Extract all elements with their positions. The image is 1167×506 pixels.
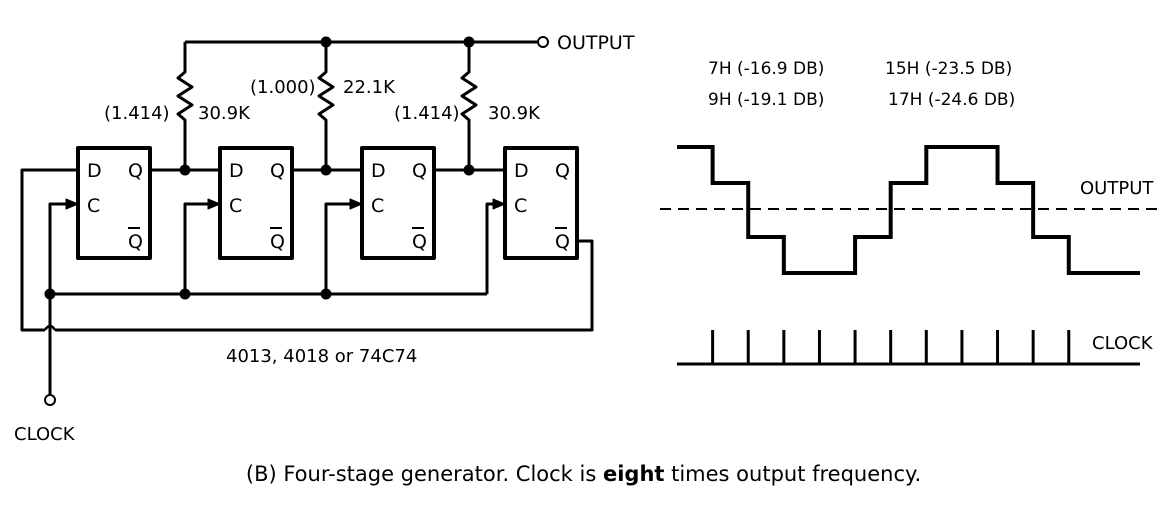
resistor-1 xyxy=(176,42,194,170)
ff-qbar-pin-label: Q xyxy=(270,231,285,253)
ff-q-pin-label: Q xyxy=(412,160,427,182)
junction-dot xyxy=(179,164,191,176)
harmonic-17h: 17H (-24.6 DB) xyxy=(888,90,1015,110)
waveform-diagram xyxy=(660,145,1160,366)
caption-prefix: (B) Four-stage generator. Clock is xyxy=(245,462,603,486)
caption-suffix: times output frequency. xyxy=(664,462,922,486)
resistor-ratio-label: (1.414) xyxy=(104,103,170,124)
flip-flop-4 xyxy=(503,146,579,260)
flip-flop-2 xyxy=(218,146,294,260)
output-staircase-wave xyxy=(677,145,1140,275)
harmonic-9h: 9H (-19.1 DB) xyxy=(708,90,824,110)
junction-dot xyxy=(44,288,56,300)
ff-q-pin-label: Q xyxy=(270,160,285,182)
clock-bus xyxy=(48,202,70,395)
ff-q-pin-label: Q xyxy=(555,160,570,182)
resistor-value-label: 30.9K xyxy=(198,103,251,124)
ff-qbar-pin-label: Q xyxy=(128,231,143,253)
harmonic-15h: 15H (-23.5 DB) xyxy=(885,59,1012,79)
ff-q-pin-label: Q xyxy=(128,160,143,182)
resistor-ratio-label: (1.000) xyxy=(250,77,316,98)
feedback-wire xyxy=(20,168,78,332)
resistor-ratio-label: (1.414) xyxy=(394,103,460,124)
junction-dot xyxy=(320,288,332,300)
waveform-output-label: OUTPUT xyxy=(1080,178,1154,199)
ff-qbar-pin-label: Q xyxy=(412,231,427,253)
clock-input-label: CLOCK xyxy=(14,424,76,445)
four-stage-circuit xyxy=(20,36,594,406)
ff-d-pin-label: D xyxy=(87,160,102,182)
ff-d-pin-label: D xyxy=(229,160,244,182)
ff-qbar-pin-label: Q xyxy=(555,231,570,253)
output-terminal[interactable] xyxy=(537,36,549,48)
caption-emphasis: eight xyxy=(602,462,665,486)
resistor-value-label: 22.1K xyxy=(343,77,396,98)
clock-terminal[interactable] xyxy=(44,394,56,406)
figure-caption: (B) Four-stage generator. Clock is eight… xyxy=(0,462,1167,486)
harmonic-7h: 7H (-16.9 DB) xyxy=(708,59,824,79)
ff-c-pin-label: C xyxy=(514,195,527,217)
output-label: OUTPUT xyxy=(557,32,635,54)
flip-flop-3 xyxy=(360,146,436,260)
junction-dot xyxy=(463,164,475,176)
clock-arrow-icon xyxy=(492,198,506,210)
junction-dot xyxy=(320,164,332,176)
resistor-2 xyxy=(317,42,335,170)
ff-c-pin-label: C xyxy=(371,195,384,217)
clock-bus xyxy=(183,202,212,294)
clock-arrow-icon xyxy=(349,198,363,210)
ff-c-pin-label: C xyxy=(87,195,100,217)
resistor-value-label: 30.9K xyxy=(488,103,541,124)
ff-d-pin-label: D xyxy=(371,160,386,182)
clock-arrow-icon xyxy=(65,198,79,210)
clock-bus xyxy=(485,202,497,294)
flip-flop-1 xyxy=(76,146,152,260)
resistor-3 xyxy=(460,42,478,170)
ff-c-pin-label: C xyxy=(229,195,242,217)
clock-arrow-icon xyxy=(207,198,221,210)
feedback-wire xyxy=(55,239,594,332)
junction-dot xyxy=(179,288,191,300)
ic-part-label: 4013, 4018 or 74C74 xyxy=(226,346,417,367)
ff-d-pin-label: D xyxy=(514,160,529,182)
waveform-clock-label: CLOCK xyxy=(1092,333,1154,354)
clock-bus xyxy=(324,202,354,294)
